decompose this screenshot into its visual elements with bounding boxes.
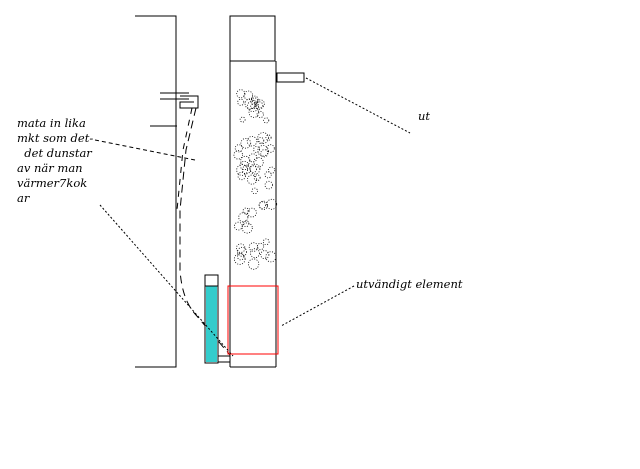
- granule: [248, 242, 259, 252]
- dashed-feed-tube: [179, 107, 231, 356]
- granule: [235, 243, 246, 253]
- dashed-feed-tube-inner: [176, 107, 193, 211]
- granule: [250, 248, 260, 259]
- granule: [260, 250, 270, 260]
- granule: [256, 242, 265, 251]
- granule: [240, 155, 251, 166]
- outlet-pipe: [276, 72, 305, 83]
- granule: [248, 107, 260, 118]
- feed-note-line-4: av när man: [17, 161, 83, 175]
- granule: [249, 163, 261, 175]
- granule: [237, 98, 245, 106]
- granule: [257, 137, 265, 144]
- left-vessel-wall: [135, 15, 177, 368]
- granule: [238, 212, 249, 223]
- granule: [253, 174, 261, 182]
- granule: [251, 187, 258, 195]
- granule: [233, 150, 243, 160]
- granule: [246, 135, 258, 147]
- granule: [264, 180, 273, 190]
- granule: [239, 116, 246, 123]
- feed-tube-cap: [179, 95, 199, 109]
- granule: [242, 220, 250, 228]
- granule: [236, 164, 248, 176]
- granule: [258, 201, 267, 209]
- granule: [247, 207, 257, 218]
- granule: [234, 221, 243, 231]
- granule: [247, 174, 258, 185]
- feed-note-line-1: mata in lika: [17, 116, 86, 130]
- granule: [263, 117, 270, 124]
- granule: [255, 101, 264, 110]
- granule: [266, 144, 275, 153]
- granule: [266, 198, 278, 210]
- granule: [258, 200, 268, 210]
- feed-note-line-3: det dunstar: [17, 146, 92, 160]
- granule: [237, 246, 248, 257]
- granule-packing: [233, 89, 278, 270]
- granule: [234, 144, 243, 153]
- granule: [241, 222, 253, 234]
- element-label: utvändigt element: [356, 277, 463, 291]
- granule: [236, 89, 246, 99]
- leader-outlet: [305, 77, 411, 134]
- granule: [248, 153, 258, 163]
- granule: [241, 165, 251, 175]
- granule: [265, 134, 272, 141]
- granule: [243, 90, 254, 101]
- granule: [247, 100, 259, 112]
- feed-note-line-6: ar: [17, 191, 30, 205]
- granule: [237, 253, 245, 261]
- feed-note-line-2: mkt som det-: [17, 131, 94, 145]
- leader-element: [280, 285, 355, 327]
- granule: [250, 97, 259, 106]
- granule: [253, 146, 261, 153]
- granule: [237, 171, 246, 181]
- granule: [267, 166, 276, 174]
- granule: [265, 251, 277, 263]
- outlet-label: ut: [418, 109, 431, 123]
- granule: [264, 171, 272, 179]
- granule: [257, 145, 269, 157]
- granule: [262, 238, 270, 246]
- granule: [256, 110, 264, 119]
- granule: [244, 98, 256, 110]
- granule: [240, 138, 252, 149]
- granule: [249, 165, 257, 173]
- leader-note-to-feed: [94, 139, 196, 161]
- granule: [242, 207, 250, 215]
- feed-note-line-5: värmer7kok: [17, 176, 88, 190]
- granule: [239, 160, 249, 171]
- sight-glass-water: [206, 286, 217, 362]
- granule: [233, 253, 246, 265]
- granule: [260, 149, 269, 158]
- external-heating-element: [227, 285, 279, 355]
- granule: [248, 258, 260, 270]
- feed-note: mata in lika mkt som det- det dunstar av…: [17, 116, 93, 206]
- column-top-cap: [229, 15, 276, 62]
- granule: [255, 99, 265, 109]
- granule: [253, 157, 264, 168]
- granule: [257, 132, 269, 144]
- leader-note-to-water: [99, 204, 234, 357]
